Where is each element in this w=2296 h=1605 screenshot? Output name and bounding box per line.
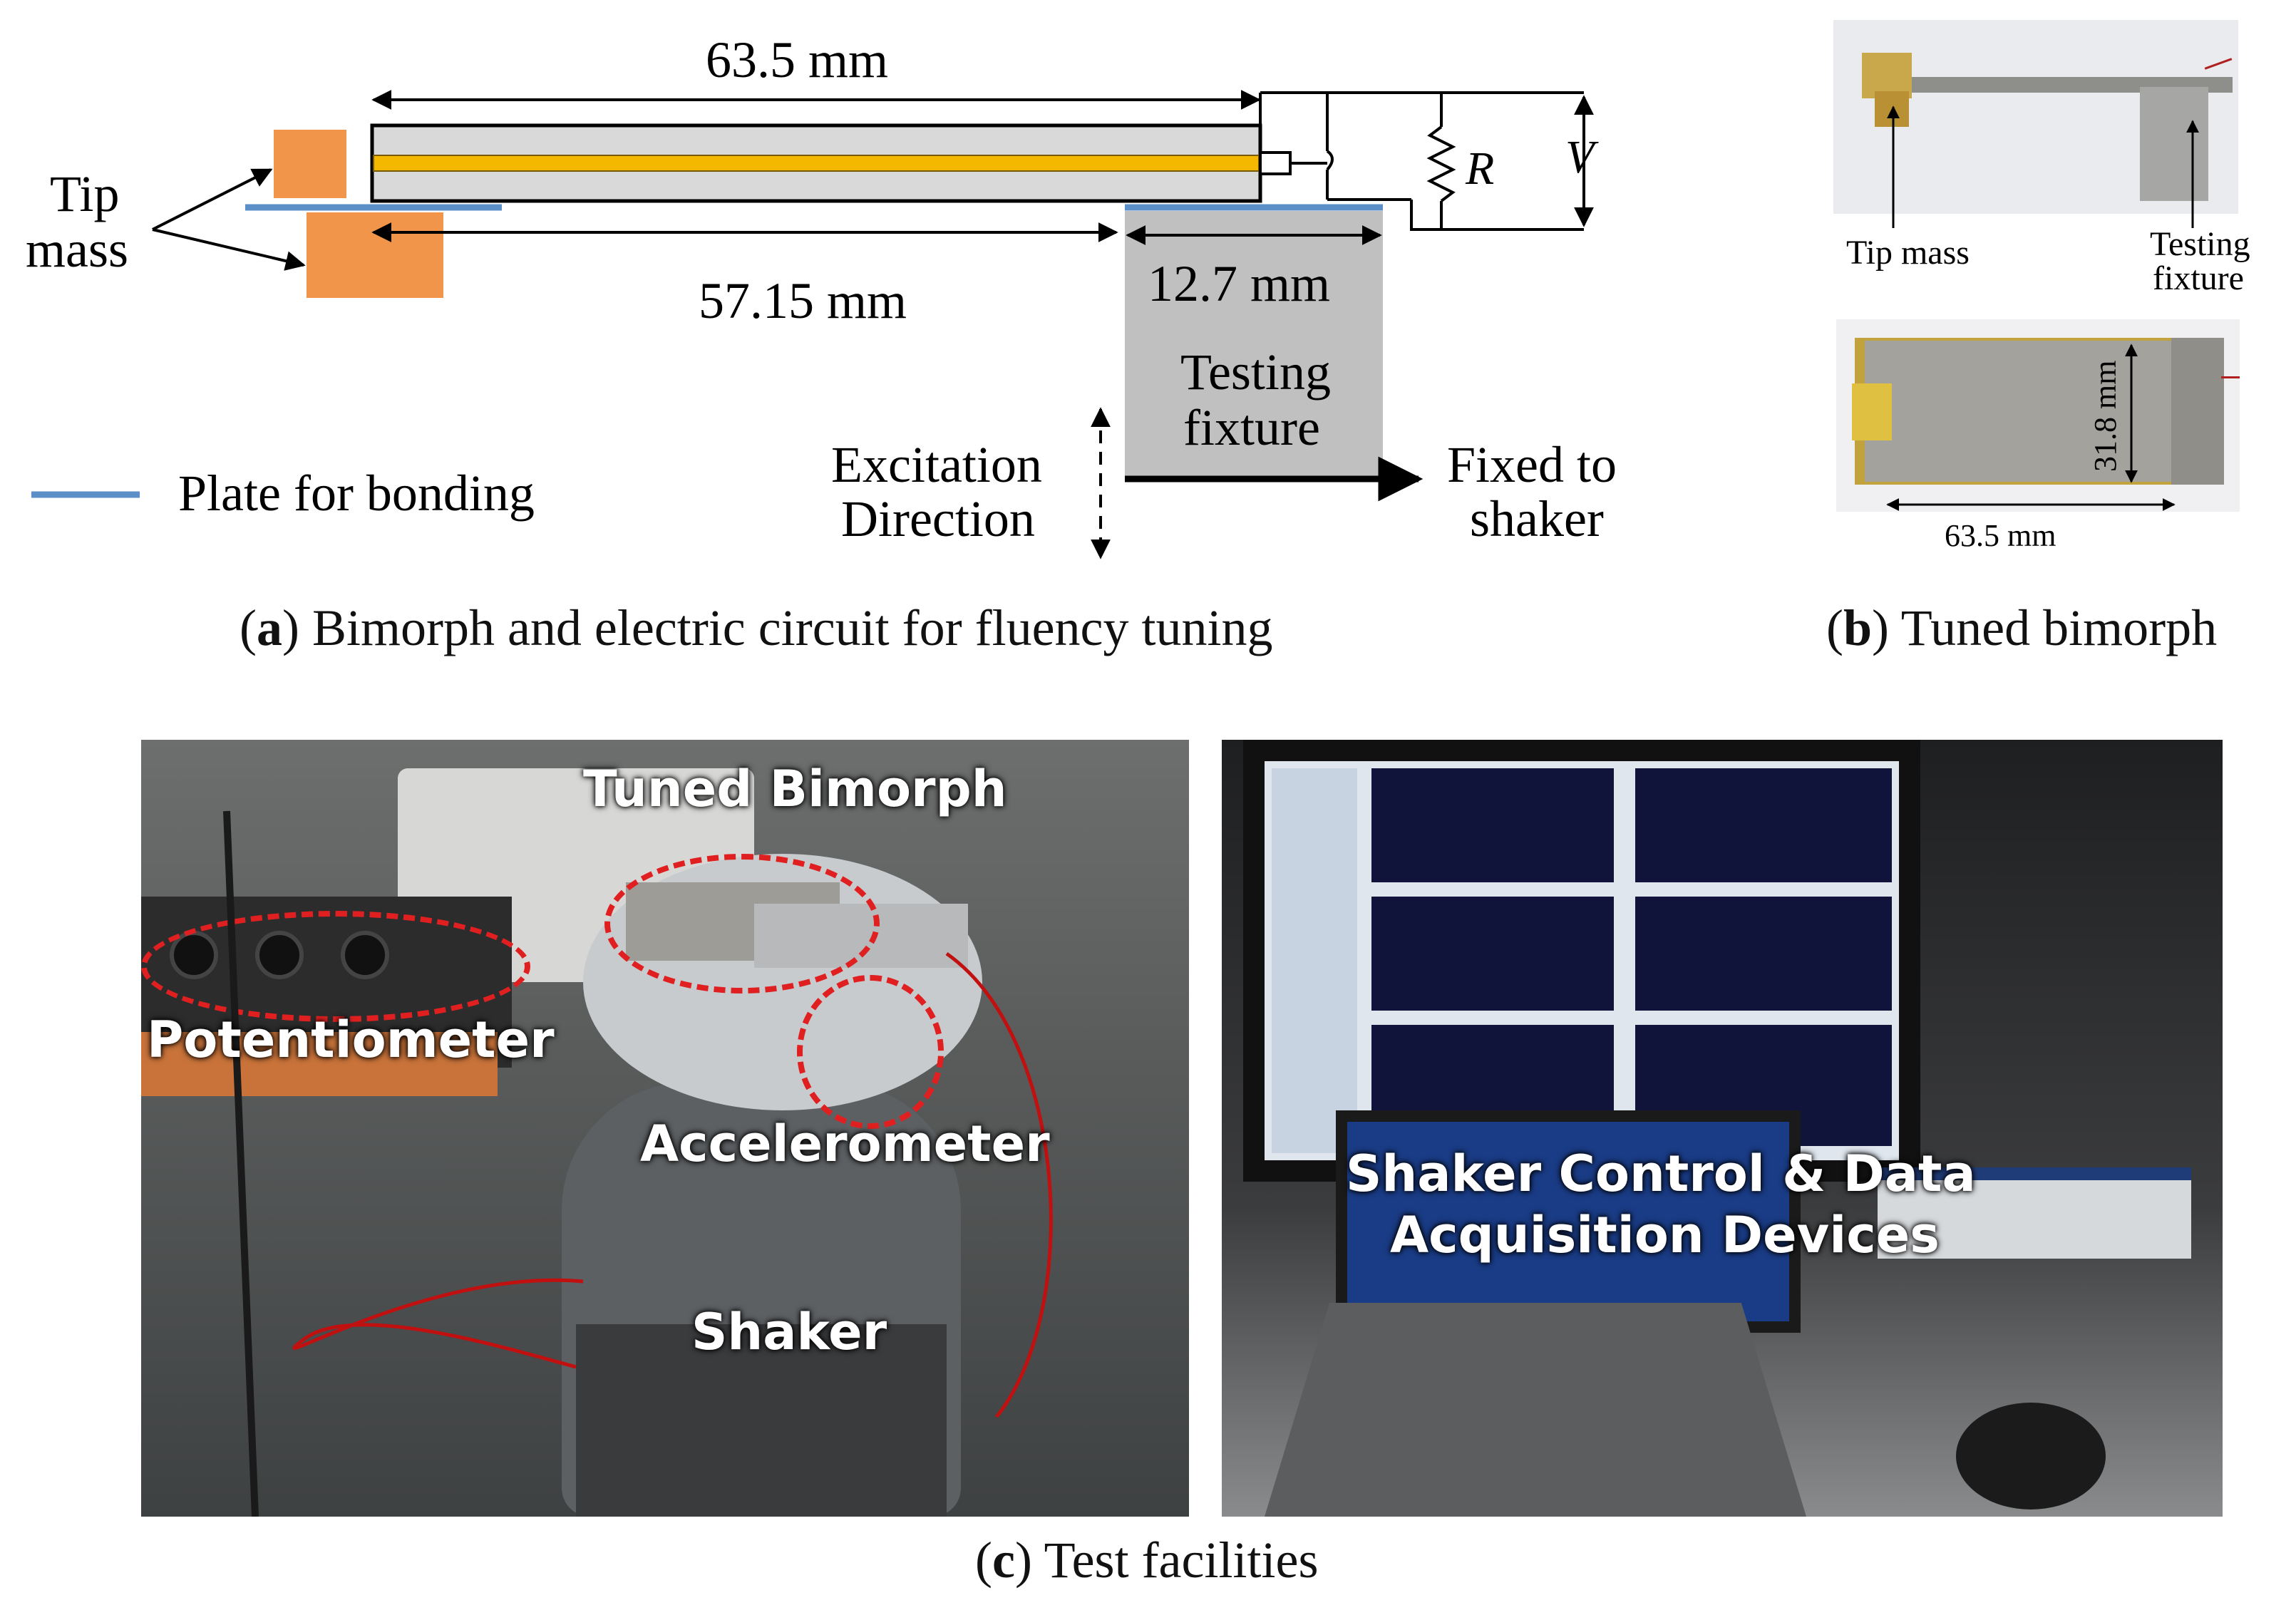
- label-daq-line2: Acquisition Devices: [1390, 1206, 1940, 1264]
- caption-c: (c) Test facilities: [975, 1532, 1319, 1589]
- tip-mass-label-line1: Tip: [50, 165, 119, 222]
- fixed-label-line2: shaker: [1470, 490, 1604, 547]
- piezo-center-layer: [373, 155, 1260, 172]
- tip-mass-bottom: [307, 212, 443, 298]
- bimorph-schematic: R V 63.5 mm 57.15 mm 12.7 mm Testing fix…: [26, 31, 1617, 559]
- excitation-label-line2: Direction: [841, 490, 1035, 547]
- b-width-label: 31.8 mm: [2088, 361, 2123, 472]
- b-length-label: 63.5 mm: [1945, 518, 2056, 553]
- excitation-label-line1: Excitation: [831, 436, 1042, 493]
- caption-c-letter: c: [992, 1532, 1015, 1589]
- caption-a-text: Bimorph and electric circuit for fluency…: [299, 599, 1273, 656]
- caption-b-text: Tuned bimorph: [1889, 599, 2218, 656]
- b-tip-mass-label: Tip mass: [1846, 234, 1970, 272]
- voltage-label: V: [1565, 131, 1599, 183]
- label-potentiometer: Potentiometer: [147, 1011, 555, 1069]
- dimension-total-length: 63.5 mm: [706, 31, 888, 88]
- highlight-accelerometer: [797, 975, 944, 1129]
- b-fixture-label-line1: Testing: [2150, 225, 2250, 263]
- fixture-label-line1: Testing: [1180, 344, 1331, 401]
- caption-b: (b) Tuned bimorph: [1826, 599, 2218, 656]
- caption-c-text: Test facilities: [1031, 1532, 1319, 1589]
- tip-mass-arrow-top: [152, 168, 273, 231]
- shaker-setup-photo: Tuned Bimorph Potentiometer Acceleromete…: [141, 740, 1189, 1517]
- circuit-wire-tab: [1290, 150, 1334, 171]
- highlight-bimorph: [604, 854, 880, 994]
- fixture-label-line2: fixture: [1183, 399, 1320, 456]
- label-shaker: Shaker: [691, 1303, 887, 1361]
- testing-fixture: [1125, 211, 1383, 476]
- tuned-bimorph-side-annotations: Tip mass Testing fixture: [1846, 105, 2250, 297]
- tip-mass-arrow-bottom: [152, 228, 306, 271]
- circuit-wire-bottom: [1410, 200, 1584, 231]
- legend-plate-label: Plate for bonding: [178, 465, 535, 522]
- mouse: [1956, 1403, 2106, 1509]
- caption-a-letter: a: [256, 599, 282, 656]
- resistor-label: R: [1465, 143, 1494, 195]
- tuned-bimorph-photo-side: [1833, 20, 2238, 214]
- tip-mass-top: [274, 130, 346, 198]
- caption-b-letter: b: [1843, 599, 1873, 656]
- resistor-zigzag: [1426, 125, 1456, 202]
- daq-setup-photo: Shaker Control & Data Acquisition Device…: [1222, 740, 2223, 1517]
- laptop-keyboard: [1265, 1303, 1806, 1517]
- highlight-potentiometer: [141, 911, 530, 1022]
- b-fixture-label-line2: fixture: [2153, 259, 2244, 297]
- tuned-bimorph-top-annotations: 31.8 mm 63.5 mm: [1886, 344, 2176, 553]
- fixed-label-line1: Fixed to: [1447, 436, 1617, 493]
- laptop-screen: [1336, 1110, 1801, 1333]
- label-tuned-bimorph: Tuned Bimorph: [583, 760, 1007, 818]
- electrode-tab: [1259, 151, 1292, 175]
- tip-mass-label-line2: mass: [26, 221, 128, 278]
- label-daq-line1: Shaker Control & Data: [1346, 1145, 1976, 1203]
- caption-a: (a) Bimorph and electric circuit for flu…: [240, 599, 1273, 656]
- daq-box: [1878, 1167, 2191, 1259]
- dimension-free-length: 57.15 mm: [699, 272, 907, 329]
- label-accelerometer: Accelerometer: [640, 1115, 1050, 1173]
- dimension-clamp-length: 12.7 mm: [1148, 255, 1330, 312]
